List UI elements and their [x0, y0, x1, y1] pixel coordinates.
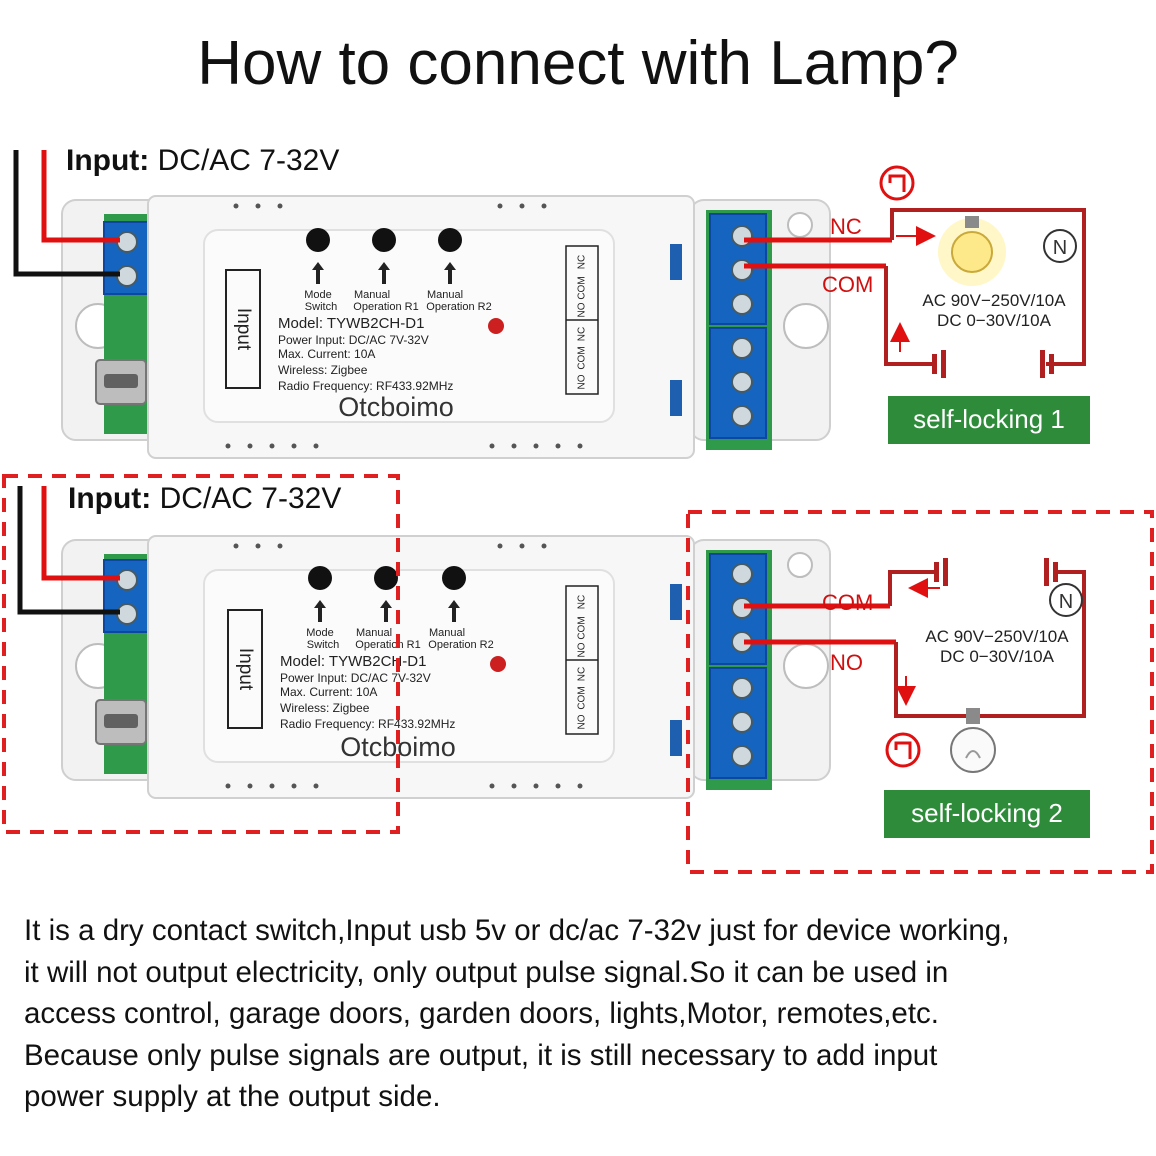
neutral-icon — [1049, 583, 1083, 617]
neutral-icon — [1043, 229, 1077, 263]
input-tag-label: Input — [235, 648, 256, 691]
input-wire-red-2 — [41, 486, 120, 581]
terminal-label: NC — [577, 595, 588, 609]
description-line: power supply at the output side. — [24, 1080, 441, 1113]
page-title: How to connect with Lamp? — [197, 29, 959, 98]
no-label: NO — [830, 650, 863, 675]
spec-dc: DC 0−30V/10A — [937, 311, 1052, 330]
input-label-bold: Input: — [68, 482, 152, 515]
svg-text:N: N — [1053, 237, 1067, 259]
com-label: COM — [822, 272, 873, 297]
pulse-icon — [879, 165, 915, 201]
self-locking-1-badge — [888, 396, 1090, 444]
radio-frequency-text: Radio Frequency: RF433.92MHz — [278, 379, 453, 393]
description-line: Because only pulse signals are output, i… — [24, 1038, 938, 1072]
input-label-bold: Input: — [66, 144, 150, 177]
button-label: Manual — [354, 289, 390, 301]
self-locking-2-label: self-locking 2 — [911, 798, 1063, 828]
manual-r2-button — [442, 566, 466, 590]
input-wire-red-1 — [41, 150, 120, 243]
input-label-1: Input: DC/AC 7-32V — [66, 144, 339, 178]
button-label: Switch — [305, 301, 337, 313]
description-line: access control, garage doors, garden doo… — [24, 997, 939, 1030]
wiring-diagram: Input Mode Switch Manual Operation R1 Ma… — [2, 150, 1154, 874]
spec-ac: AC 90V−250V/10A — [925, 627, 1069, 646]
input-label-value: DC/AC 7-32V — [151, 482, 342, 515]
relay-device-2: Input Mode Switch Manual Operation R1 Ma… — [61, 535, 831, 799]
wireless-text: Wireless: Zigbee — [278, 363, 368, 377]
button-label: Operation R2 — [426, 301, 491, 313]
terminal-label: COM — [577, 276, 588, 299]
terminal-label: NO — [577, 714, 588, 729]
power-input-text: Power Input: DC/AC 7V-32V — [280, 671, 431, 685]
button-label: Mode — [306, 627, 334, 639]
mode-switch-button — [308, 566, 332, 590]
description-line: It is a dry contact switch,Input usb 5v … — [24, 914, 1010, 947]
input-label-value: DC/AC 7-32V — [149, 144, 340, 177]
terminal-label: COM — [577, 346, 588, 369]
input-wire-black-1 — [13, 150, 120, 277]
terminal-label: COM — [577, 686, 588, 709]
model-text: Model: TYWB2CH-D1 — [280, 653, 426, 670]
input-highlight-frame — [2, 474, 400, 834]
lamp-circuit-1: NC COM N AC 90V−250V/10A DC 0−30V/10A se… — [744, 165, 1090, 444]
terminal-label: NC — [577, 255, 588, 269]
lamp-off-icon — [950, 708, 996, 773]
terminal-label: NO — [577, 642, 588, 657]
button-label: Switch — [307, 639, 339, 651]
input-wire-black-2 — [17, 486, 120, 615]
manual-r2-button — [438, 228, 462, 252]
mode-switch-button — [306, 228, 330, 252]
button-label: Operation R1 — [355, 639, 420, 651]
terminal-label: NC — [577, 667, 588, 681]
manual-r1-button — [374, 566, 398, 590]
terminal-label: NO — [577, 302, 588, 317]
description-line: it will not output electricity, only out… — [24, 955, 949, 989]
terminal-label: NO — [577, 374, 588, 389]
lamp-circuit-2: COM NO N AC 90V−250V/10A DC 0−30V/10A se… — [744, 558, 1090, 838]
status-led — [490, 656, 506, 672]
button-label: Manual — [427, 289, 463, 301]
pulse-icon — [885, 732, 921, 768]
button-label: Manual — [356, 627, 392, 639]
button-label: Manual — [429, 627, 465, 639]
power-input-text: Power Input: DC/AC 7V-32V — [278, 333, 429, 347]
nc-label: NC — [830, 214, 862, 239]
brand-logo: Otcboimo — [338, 392, 454, 422]
self-locking-1-label: self-locking 1 — [913, 404, 1065, 434]
description: It is a dry contact switch,Input usb 5v … — [24, 910, 1144, 1118]
input-label-2: Input: DC/AC 7-32V — [68, 482, 341, 516]
max-current-text: Max. Current: 10A — [280, 685, 377, 699]
button-label: Operation R2 — [428, 639, 493, 651]
max-current-text: Max. Current: 10A — [278, 347, 375, 361]
status-led — [488, 318, 504, 334]
spec-dc: DC 0−30V/10A — [940, 647, 1055, 666]
input-tag-label: Input — [233, 308, 254, 351]
com-label: COM — [822, 590, 873, 615]
svg-text:N: N — [1059, 591, 1073, 613]
wireless-text: Wireless: Zigbee — [280, 701, 370, 715]
radio-frequency-text: Radio Frequency: RF433.92MHz — [280, 717, 455, 731]
spec-ac: AC 90V−250V/10A — [922, 291, 1066, 310]
terminal-label: COM — [577, 616, 588, 639]
self-locking-2-badge — [884, 790, 1090, 838]
output-highlight-frame — [686, 510, 1154, 874]
model-text: Model: TYWB2CH-D1 — [278, 315, 424, 332]
terminal-label: NC — [577, 327, 588, 341]
relay-device-1: Input Mode Switch Manual Operation R1 Ma… — [61, 195, 831, 459]
manual-r1-button — [372, 228, 396, 252]
button-label: Mode — [304, 289, 332, 301]
button-label: Operation R1 — [353, 301, 418, 313]
